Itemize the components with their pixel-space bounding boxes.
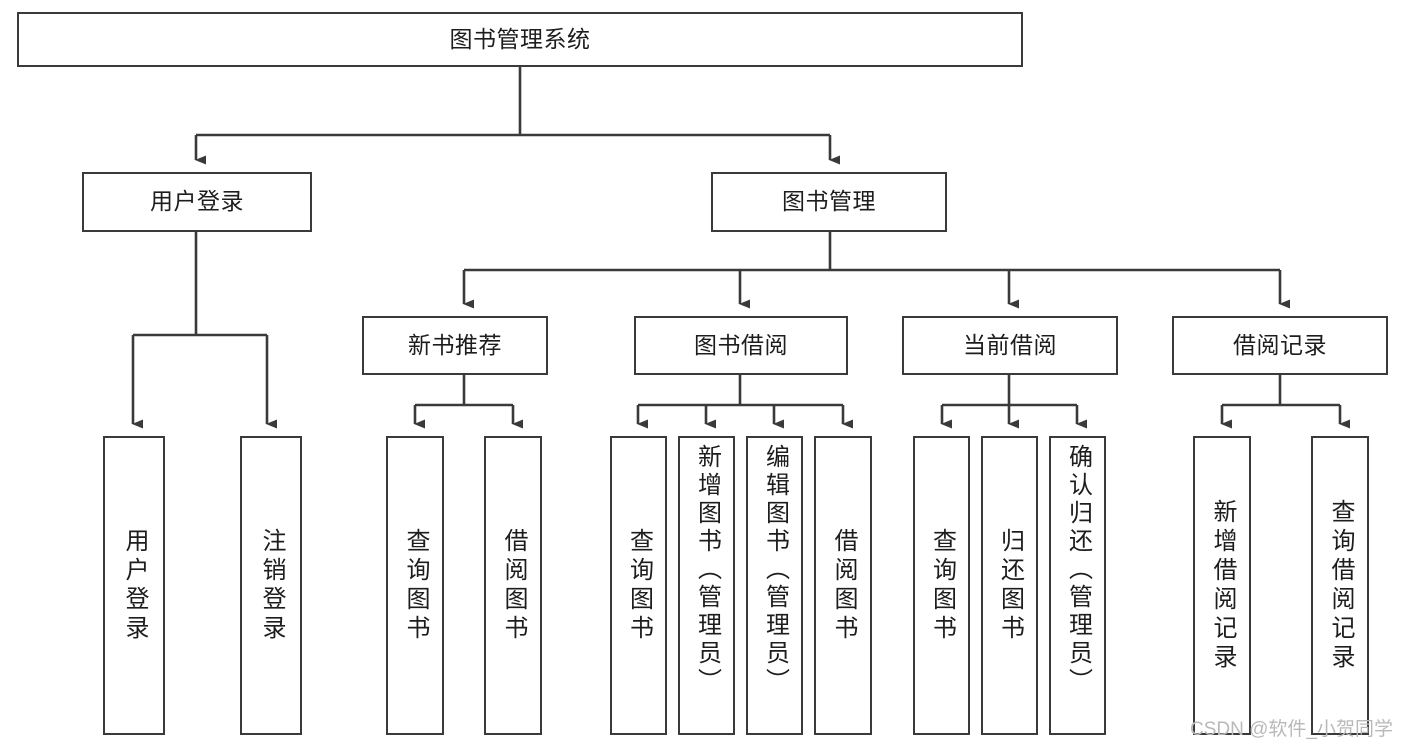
leaf-current-query-book[interactable]: 查询图书 — [913, 436, 970, 735]
node-book-borrow[interactable]: 图书借阅 — [634, 316, 848, 375]
leaf-borrow-query-book[interactable]: 查询图书 — [610, 436, 667, 735]
leaf-current-return-book[interactable]: 归还图书 — [981, 436, 1038, 735]
leaf-record-query-record[interactable]: 查询借阅记录 — [1311, 436, 1369, 735]
node-label: 编辑图书（管理员） — [761, 444, 789, 696]
node-label: 借阅记录 — [1233, 331, 1327, 358]
node-label: 确认归还（管理员） — [1064, 444, 1092, 696]
node-book-management[interactable]: 图书管理 — [711, 172, 947, 232]
leaf-user-login-logout[interactable]: 注销登录 — [240, 436, 302, 735]
leaf-recommend-query-book[interactable]: 查询图书 — [386, 436, 444, 735]
node-label: 查询图书 — [402, 527, 429, 644]
leaf-user-login-login[interactable]: 用户登录 — [103, 436, 165, 735]
csdn-watermark: CSDN @软件_小贺同学 — [1190, 719, 1393, 740]
node-label: 归还图书 — [996, 527, 1024, 644]
node-label: 借阅图书 — [500, 527, 527, 644]
node-user-login[interactable]: 用户登录 — [82, 172, 312, 232]
node-root-system[interactable]: 图书管理系统 — [17, 12, 1023, 67]
node-label: 注销登录 — [258, 527, 285, 644]
node-label: 当前借阅 — [963, 331, 1057, 358]
node-label: 新书推荐 — [408, 331, 502, 358]
leaf-current-confirm-return-admin[interactable]: 确认归还（管理员） — [1049, 436, 1106, 735]
node-borrow-record[interactable]: 借阅记录 — [1172, 316, 1388, 375]
leaf-borrow-borrow-book[interactable]: 借阅图书 — [814, 436, 872, 735]
leaf-record-add-record[interactable]: 新增借阅记录 — [1193, 436, 1251, 735]
node-label: 用户登录 — [121, 527, 148, 644]
leaf-recommend-borrow-book[interactable]: 借阅图书 — [484, 436, 542, 735]
leaf-borrow-edit-book-admin[interactable]: 编辑图书（管理员） — [746, 436, 803, 735]
node-label: 用户登录 — [150, 188, 244, 215]
node-label: 借阅图书 — [830, 527, 857, 644]
node-label: 查询图书 — [625, 527, 653, 644]
node-label: 图书借阅 — [694, 331, 788, 358]
node-label: 图书管理系统 — [449, 25, 591, 52]
node-label: 查询借阅记录 — [1327, 498, 1354, 673]
node-new-book-recommend[interactable]: 新书推荐 — [362, 316, 548, 375]
node-label: 新增借阅记录 — [1209, 498, 1236, 673]
leaf-borrow-add-book-admin[interactable]: 新增图书（管理员） — [678, 436, 735, 735]
node-current-borrow[interactable]: 当前借阅 — [902, 316, 1118, 375]
node-label: 查询图书 — [928, 527, 956, 644]
node-label: 图书管理 — [782, 188, 876, 215]
node-label: 新增图书（管理员） — [693, 444, 721, 696]
